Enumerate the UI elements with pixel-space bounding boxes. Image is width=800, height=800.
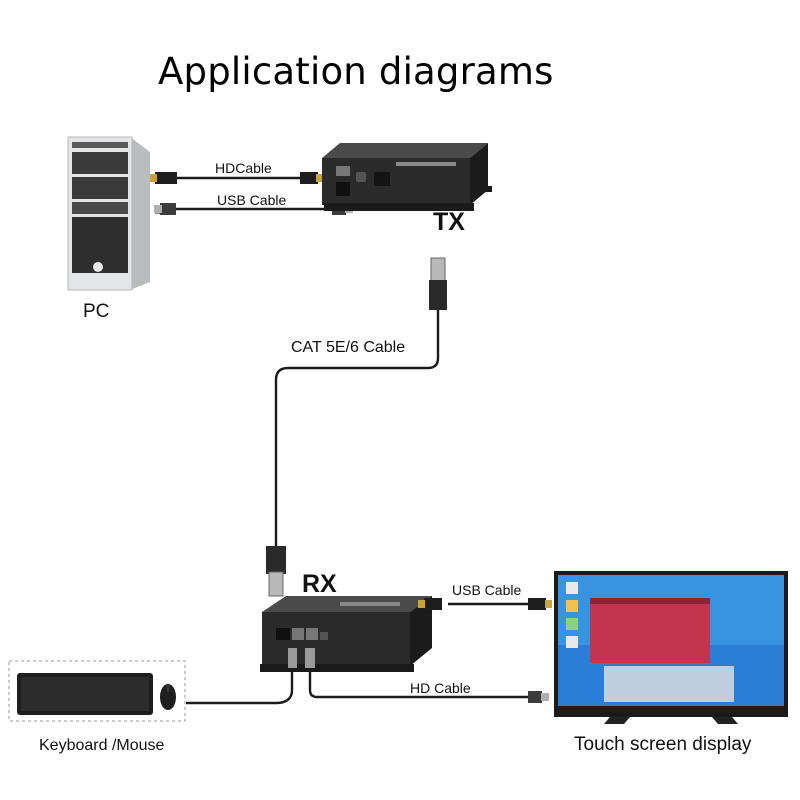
rx-hd-cable <box>308 672 530 699</box>
display-label: Touch screen display <box>574 734 752 755</box>
cables <box>176 176 530 705</box>
power-button-icon <box>93 262 103 272</box>
pc-label: PC <box>83 301 110 322</box>
keyboard-icon <box>17 673 153 715</box>
keyboard-mouse-frame <box>8 660 186 722</box>
rx-keyboard-plug-icon <box>288 648 297 668</box>
display-usb-plug-icon <box>528 598 552 610</box>
display-hd-plug-icon <box>528 691 549 703</box>
rx-label: RX <box>302 570 337 598</box>
cat-cable <box>274 308 440 548</box>
cat-top-connector-icon <box>429 257 447 310</box>
page-title: Application diagrams <box>158 50 554 93</box>
rx-hd-plug-icon <box>305 648 315 668</box>
screen-window-icon <box>590 598 710 663</box>
pc-hd-plug-icon <box>150 172 177 184</box>
pc-usb-cable-label: USB Cable <box>217 192 287 208</box>
on-screen-keyboard-icon <box>604 666 734 702</box>
cat-cable-label: CAT 5E/6 Cable <box>291 339 406 356</box>
tx-label: TX <box>433 208 465 236</box>
pc-tower <box>67 136 161 291</box>
keyboard-cable <box>186 668 294 705</box>
rx-unit <box>260 596 432 672</box>
rx-hd-cable-label: HD Cable <box>410 680 471 696</box>
tx-hd-plug-icon <box>300 172 323 184</box>
touch-screen-display <box>554 571 788 724</box>
rx-usb-plug-icon <box>418 598 442 610</box>
keyboard-mouse-label: Keyboard /Mouse <box>39 737 165 754</box>
mouse-icon <box>160 684 176 710</box>
cat-bottom-connector-icon <box>266 546 286 597</box>
tx-unit <box>322 143 492 211</box>
pc-usb-plug-icon <box>154 203 176 215</box>
rx-usb-cable-label: USB Cable <box>452 582 522 598</box>
pc-hd-cable-label: HDCable <box>215 160 272 176</box>
